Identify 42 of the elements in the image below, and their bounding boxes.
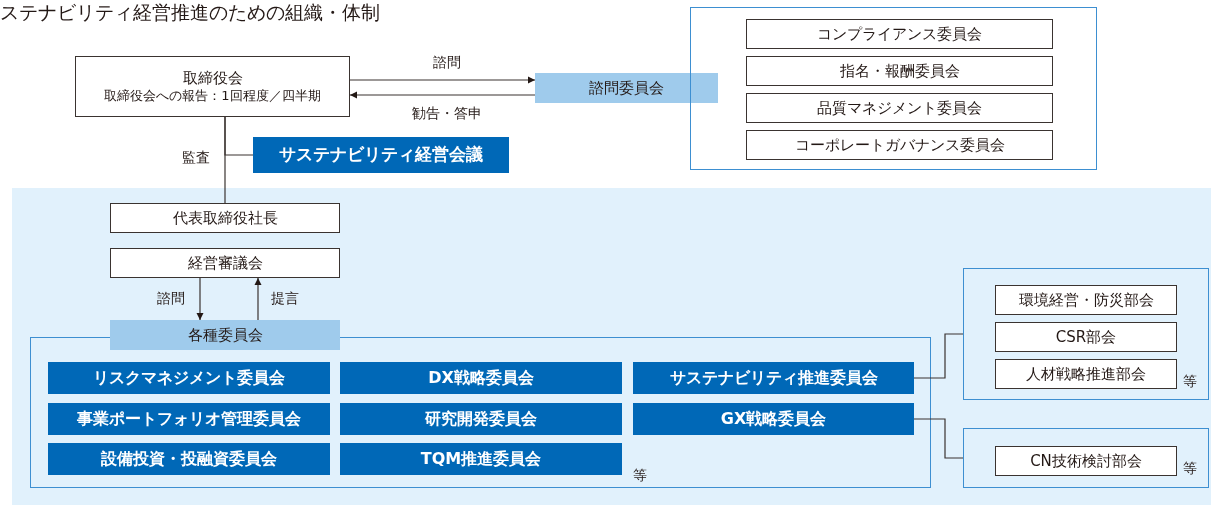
- edge-label: 勧告・答申: [412, 103, 482, 123]
- committee-box: TQM推進委員会: [340, 443, 622, 475]
- committee-box: 事業ポートフォリオ管理委員会: [48, 403, 330, 435]
- title: ステナビリティ経営推進のための組織・体制: [0, 0, 380, 25]
- committee-box: 諮問委員会: [535, 73, 718, 103]
- committee-box: 研究開発委員会: [340, 403, 622, 435]
- committee-box: 設備投資・投融資委員会: [48, 443, 330, 475]
- org-box: 環境経営・防災部会: [995, 285, 1177, 315]
- note-text: 等: [1183, 459, 1197, 478]
- connector-line: [913, 418, 964, 459]
- org-box: 代表取締役社長: [110, 203, 340, 233]
- org-box: CSR部会: [995, 322, 1177, 352]
- note-text: 等: [633, 466, 647, 485]
- arrow: [349, 91, 536, 99]
- committee-box: リスクマネジメント委員会: [48, 362, 330, 394]
- background-band: [12, 188, 1211, 505]
- edge-label: 諮問: [157, 288, 185, 308]
- edge-label: 提言: [271, 288, 299, 308]
- group-frame: [963, 268, 1209, 400]
- committee-box: GX戦略委員会: [633, 403, 914, 435]
- org-box: 経営審議会: [110, 248, 340, 278]
- group-frame: [963, 428, 1209, 488]
- arrow: [196, 277, 204, 321]
- org-box: 取締役会 取締役会への報告：1回程度／四半期: [75, 56, 350, 117]
- org-box: CN技術検討部会: [995, 446, 1177, 476]
- org-box: コーポレートガバナンス委員会: [746, 130, 1053, 160]
- group-frame: [690, 7, 1097, 170]
- connector-line: [913, 333, 964, 379]
- note-text: 等: [1183, 372, 1197, 391]
- committee-box: サステナビリティ推進委員会: [633, 362, 914, 394]
- connector-line: [224, 116, 254, 156]
- committee-box: DX戦略委員会: [340, 362, 622, 394]
- arrow: [349, 76, 536, 84]
- arrow: [254, 277, 262, 321]
- edge-label: 諮問: [433, 52, 461, 72]
- org-box: 人材戦略推進部会: [995, 359, 1177, 389]
- org-box: 指名・報酬委員会: [746, 56, 1053, 86]
- org-box: コンプライアンス委員会: [746, 19, 1053, 49]
- org-box: 品質マネジメント委員会: [746, 93, 1053, 123]
- panel-heading: 各種委員会: [110, 320, 340, 350]
- edge-label: 監査: [182, 147, 210, 167]
- committee-box: サステナビリティ経営会議: [253, 137, 509, 173]
